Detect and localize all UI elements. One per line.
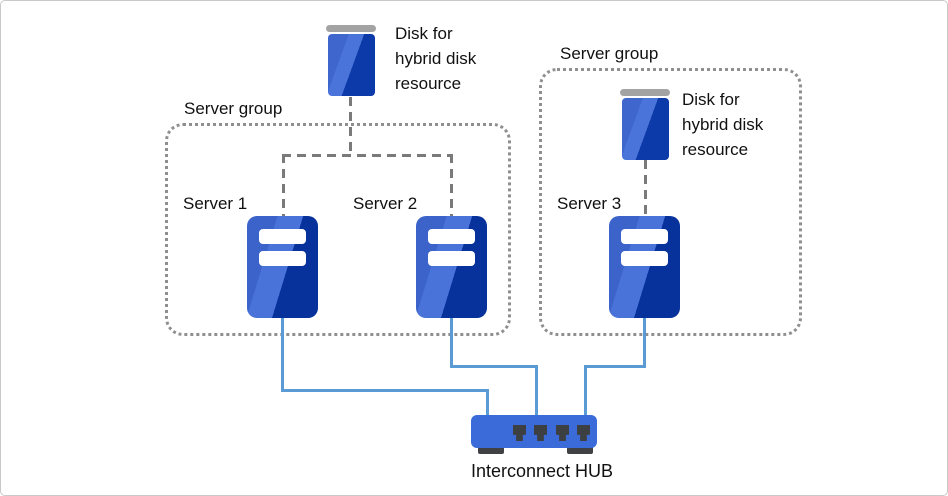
disk-icon bbox=[620, 89, 670, 160]
server-2-label: Server 2 bbox=[353, 194, 418, 213]
server-slot bbox=[428, 229, 475, 244]
disk-icon bbox=[326, 25, 376, 96]
hub-label: Interconnect HUB bbox=[470, 461, 614, 481]
server3-network-line bbox=[643, 318, 646, 368]
disk1-stem-line bbox=[349, 97, 352, 155]
server-slot bbox=[428, 251, 475, 266]
server-slot bbox=[259, 229, 306, 244]
server3-network-line bbox=[584, 365, 587, 416]
hub-foot bbox=[567, 444, 593, 454]
server-group-2-box bbox=[539, 68, 802, 336]
disk2-to-server3-line bbox=[644, 160, 647, 216]
disk-cap bbox=[326, 25, 376, 32]
hub-foot bbox=[478, 444, 504, 454]
server1-network-line bbox=[281, 389, 489, 392]
hub-port bbox=[556, 425, 569, 441]
hub-port bbox=[513, 425, 526, 441]
server2-network-line bbox=[535, 365, 538, 416]
server-3-label: Server 3 bbox=[557, 194, 622, 213]
server1-network-line bbox=[281, 318, 284, 392]
disk-2-label: Disk for hybrid disk resource bbox=[682, 90, 764, 159]
disk-body bbox=[327, 34, 375, 96]
server-slot bbox=[621, 251, 668, 266]
disk1-branch-line bbox=[282, 154, 453, 157]
hub-port bbox=[577, 425, 590, 441]
server-group-1-label: Server group bbox=[184, 99, 283, 118]
server2-network-line bbox=[450, 318, 453, 368]
server-group-1-box bbox=[165, 123, 511, 336]
hub-icon bbox=[471, 415, 597, 448]
server-1-label: Server 1 bbox=[183, 194, 248, 213]
server2-network-line bbox=[450, 365, 538, 368]
server-icon bbox=[609, 216, 680, 318]
disk-body bbox=[621, 98, 669, 160]
hub-port bbox=[534, 425, 547, 441]
server-slot bbox=[621, 229, 668, 244]
server-group-2-label: Server group bbox=[560, 44, 659, 63]
server1-network-line bbox=[486, 389, 489, 416]
disk1-to-server1-line bbox=[282, 154, 285, 216]
disk-1-label: Disk for hybrid disk resource bbox=[395, 24, 477, 93]
server-icon bbox=[247, 216, 318, 318]
disk1-to-server2-line bbox=[450, 154, 453, 216]
server3-network-line bbox=[584, 365, 646, 368]
disk-cap bbox=[620, 89, 670, 96]
server-slot bbox=[259, 251, 306, 266]
server-icon bbox=[416, 216, 487, 318]
